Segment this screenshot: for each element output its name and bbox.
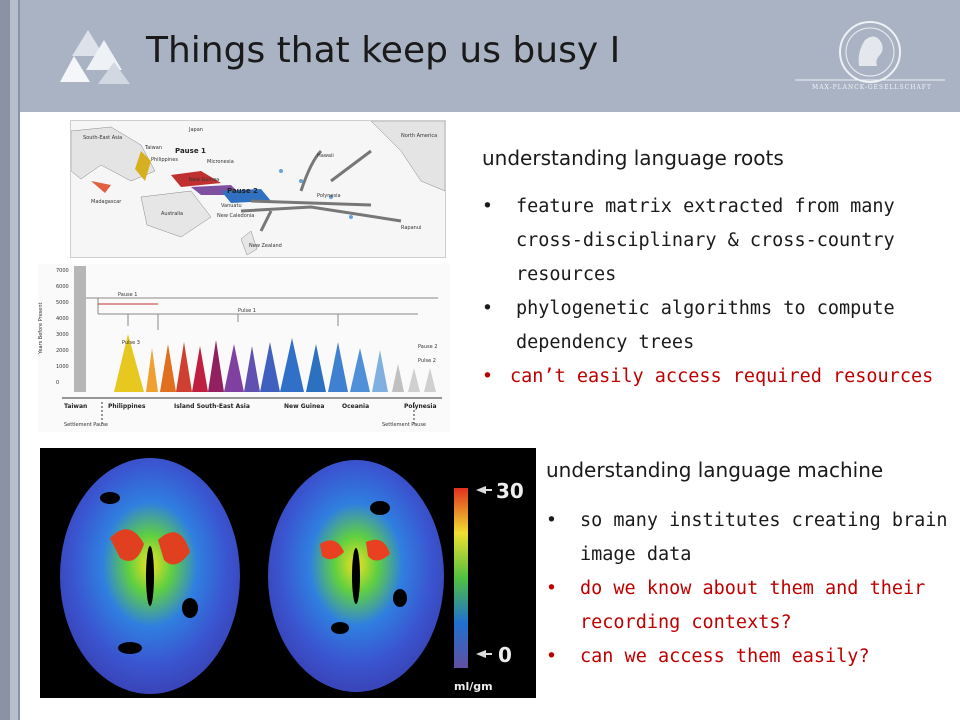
tree-y-tick: 5000	[56, 300, 69, 306]
tree-region: Philippines	[108, 403, 146, 410]
map-label: Polynesia	[317, 193, 341, 199]
migration-map-image: South-East Asia Japan Taiwan Pause 1 Phi…	[70, 120, 446, 258]
bullet-line: so many institutes creating brain	[580, 510, 948, 531]
bullet-line: image data	[580, 544, 692, 565]
roots-bullet: phylogenetic algorithms to compute depen…	[482, 292, 942, 360]
machine-bullet: do we know about them and their recordin…	[546, 572, 956, 640]
map-label: Pause 1	[175, 147, 206, 155]
tree-label: Pause 1	[118, 292, 137, 298]
machine-heading: understanding language machine	[546, 458, 884, 482]
slide-title: Things that keep us busy I	[146, 30, 621, 71]
map-label: Hawaii	[317, 153, 334, 159]
map-label: South-East Asia	[83, 135, 122, 141]
map-label: Taiwan	[144, 145, 162, 151]
map-label: Madagascar	[91, 199, 122, 205]
bullet-line: feature matrix extracted from many	[516, 196, 895, 217]
tree-y-tick: 2000	[56, 348, 69, 354]
tree-y-tick: 3000	[56, 332, 69, 338]
tree-y-axis-label: Years Before Present	[38, 302, 44, 355]
roots-bullet: can’t easily access required resources	[482, 360, 942, 394]
tree-label: Pulse 2	[418, 358, 436, 364]
bullet-line: cross-disciplinary & cross-country	[516, 230, 895, 251]
tree-label: Pulse 3	[122, 340, 140, 346]
triangle-logo-icon	[60, 30, 130, 84]
tree-y-tick: 6000	[56, 284, 69, 290]
map-label: Japan	[188, 127, 203, 133]
map-label: Rapanui	[401, 225, 421, 231]
tree-region: Island South-East Asia	[174, 403, 250, 410]
left-accent-bar	[0, 0, 20, 720]
bullet-line: resources	[516, 264, 617, 285]
bullet-line: can we access them easily?	[580, 646, 870, 667]
brain-scale-max: 30	[496, 479, 524, 503]
bullet-line: can’t easily access required resources	[510, 366, 934, 387]
map-label: New Caledonia	[217, 213, 254, 219]
bullet-line: recording contexts?	[580, 612, 792, 633]
max-planck-wordmark: MAX-PLANCK-GESELLSCHAFT	[812, 84, 932, 91]
brain-scale-min: 0	[498, 643, 512, 667]
map-label: Pause 2	[227, 187, 258, 195]
phylogenetic-tree-image: Years Before Present 7000 6000 5000 4000…	[38, 264, 450, 432]
tree-settlement-label: Settlement Pause	[64, 422, 108, 428]
slide-header	[0, 0, 960, 112]
tree-y-tick: 1000	[56, 364, 69, 370]
tree-label: Pulse 1	[238, 308, 256, 314]
brain-scan-image: 30 0 ml/gm	[40, 448, 536, 698]
tree-y-tick: 7000	[56, 268, 69, 274]
machine-bullet: so many institutes creating brain image …	[546, 504, 956, 572]
brain-scale-unit: ml/gm	[454, 680, 493, 693]
max-planck-seal-icon	[795, 21, 945, 83]
tree-settlement-label: Settlement Pause	[382, 422, 426, 428]
bullet-line: dependency trees	[516, 332, 695, 353]
machine-bullet-list: so many institutes creating brain image …	[546, 504, 956, 674]
map-label: Micronesia	[207, 159, 234, 165]
map-label: Australia	[161, 211, 183, 217]
tree-region: Taiwan	[64, 403, 87, 410]
roots-bullet-list: feature matrix extracted from many cross…	[482, 190, 942, 394]
machine-bullet: can we access them easily?	[546, 640, 956, 674]
bullet-line: phylogenetic algorithms to compute	[516, 298, 895, 319]
roots-bullet: feature matrix extracted from many cross…	[482, 190, 942, 292]
roots-heading: understanding language roots	[482, 146, 784, 170]
tree-y-tick: 0	[56, 380, 59, 386]
tree-region: New Guinea	[284, 403, 324, 410]
map-label: Vanuatu	[221, 203, 242, 209]
tree-region: Polynesia	[404, 403, 437, 410]
tree-region: Oceania	[342, 403, 369, 410]
map-label: North America	[401, 133, 437, 139]
tree-label: Pause 2	[418, 344, 437, 350]
map-label: New Zealand	[249, 243, 282, 249]
tree-y-tick: 4000	[56, 316, 69, 322]
map-label: New Guinea	[189, 177, 219, 183]
map-label: Philippines	[151, 157, 178, 163]
bullet-line: do we know about them and their	[580, 578, 926, 599]
